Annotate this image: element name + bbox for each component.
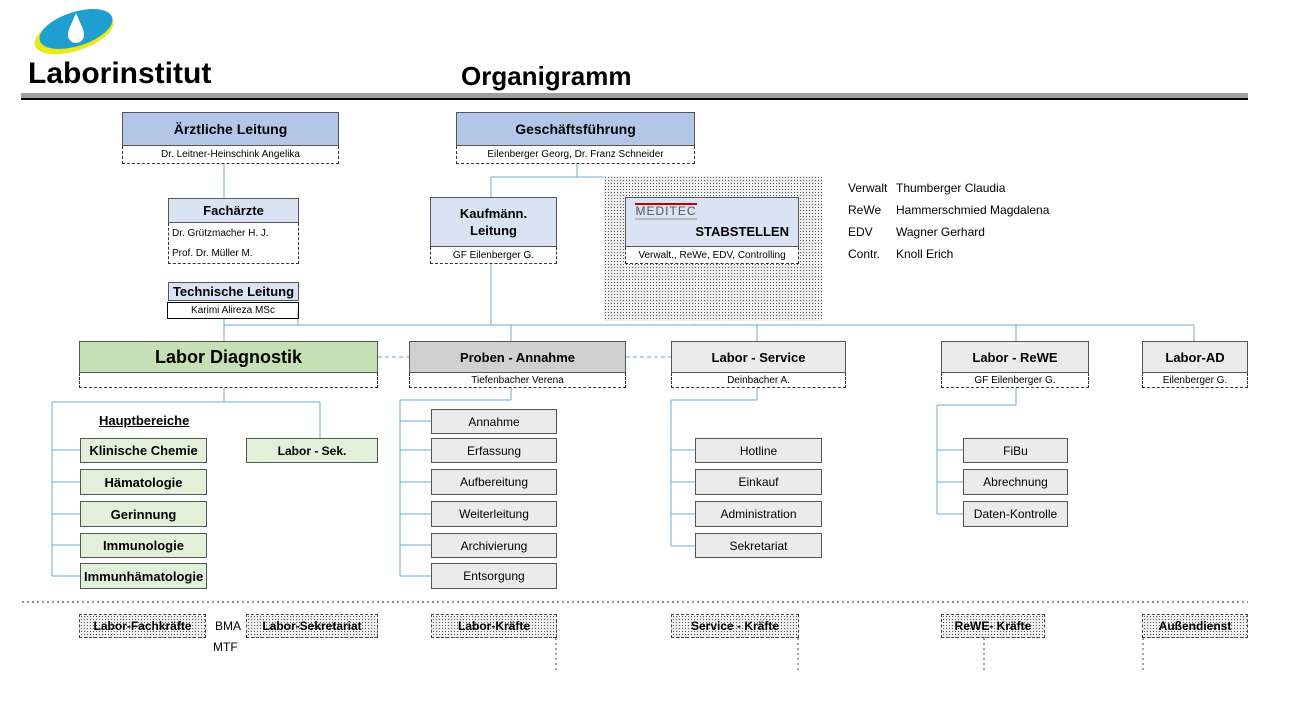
legend-abbr: Verwalt <box>848 181 888 195</box>
commercial-lead-person: GF Eilenberger G. <box>430 247 557 264</box>
meditec-logo-text: MEDITEC <box>635 204 697 218</box>
medical-lead-box: Ärztliche Leitung <box>122 112 339 146</box>
area-immunhaematologie: Immunhämatologie <box>80 563 207 589</box>
legend-abbr: ReWe <box>848 203 882 217</box>
legend-abbr: EDV <box>848 225 873 239</box>
commercial-lead-box: Kaufmänn. Leitung <box>430 197 557 247</box>
proben-item: Archivierung <box>431 533 557 558</box>
area-immunologie: Immunologie <box>80 533 207 558</box>
management-person: Eilenberger Georg, Dr. Franz Schneider <box>456 146 695 164</box>
rewe-item: Daten-Kontrolle <box>963 501 1068 527</box>
service-item: Hotline <box>695 438 822 463</box>
dept-service-person: Deinbacher A. <box>671 373 846 388</box>
dept-rewe-box: Labor - ReWE <box>941 341 1089 373</box>
area-haematologie: Hämatologie <box>80 469 207 495</box>
area-klinische-chemie: Klinische Chemie <box>80 438 207 463</box>
specialists-persons: Dr. Grützmacher H. J. Prof. Dr. Müller M… <box>168 223 299 264</box>
area-gerinnung: Gerinnung <box>80 501 207 527</box>
lab-secretariat-box: Labor - Sek. <box>246 438 378 463</box>
footer-fachkraefte: Labor-Fachkräfte <box>79 614 206 638</box>
technical-lead-box: Technische Leitung <box>168 282 299 301</box>
management-box: Geschäftsführung <box>456 112 695 146</box>
dept-service-box: Labor - Service <box>671 341 846 373</box>
technical-lead-person: Karimi Alireza MSc <box>167 302 299 319</box>
main-areas-heading: Hauptbereiche <box>99 413 190 428</box>
staff-units-box: MEDITEC STABSTELLEN <box>625 197 799 247</box>
dept-rewe-person: GF Eilenberger G. <box>941 373 1089 388</box>
dept-ad-box: Labor-AD <box>1142 341 1248 373</box>
staff-units-subtitle: Verwalt., ReWe, EDV, Controlling <box>625 247 799 264</box>
dept-diagnostik-person <box>79 373 378 388</box>
service-item: Sekretariat <box>695 533 822 558</box>
header-rule <box>21 93 1248 100</box>
dept-proben-person: Tiefenbacher Verena <box>409 373 626 388</box>
specialist-name: Dr. Grützmacher H. J. <box>172 227 269 239</box>
drop-logo-icon <box>34 9 114 55</box>
dept-diagnostik-box: Labor Diagnostik <box>79 341 378 373</box>
dept-proben-box: Proben - Annahme <box>409 341 626 373</box>
medical-lead-person: Dr. Leitner-Heinschink Angelika <box>122 146 339 164</box>
staff-units-title: STABSTELLEN <box>695 224 789 239</box>
footer-aussendienst: Außendienst <box>1142 614 1248 638</box>
specialist-name: Prof. Dr. Müller M. <box>172 247 253 259</box>
footer-kraefte: Labor-Kräfte <box>431 614 557 638</box>
legend-name: Wagner Gerhard <box>896 225 985 239</box>
dept-ad-person: Eilenberger G. <box>1142 373 1248 388</box>
rewe-item: Abrechnung <box>963 469 1068 495</box>
org-name: Laborinstitut <box>28 57 212 90</box>
commercial-lead-title-1: Kaufmänn. <box>459 206 528 221</box>
proben-item: Aufbereitung <box>431 469 557 495</box>
commercial-lead-title-2: Leitung <box>470 223 517 238</box>
footer-mtf: MTF <box>213 640 238 654</box>
meditec-logo: MEDITEC <box>635 203 697 220</box>
logo <box>32 7 116 55</box>
legend-abbr: Contr. <box>848 247 881 261</box>
proben-item: Erfassung <box>431 438 557 463</box>
footer-sekretariat: Labor-Sekretariat <box>246 614 378 638</box>
proben-item: Annahme <box>431 409 557 434</box>
footer-service: Service - Kräfte <box>671 614 799 638</box>
page-title: Organigramm <box>461 61 632 91</box>
specialists-box: Fachärzte <box>168 198 299 223</box>
footer-rewe: ReWE- Kräfte <box>941 614 1045 638</box>
legend-name: Knoll Erich <box>896 247 954 261</box>
rewe-item: FiBu <box>963 438 1068 463</box>
legend-name: Hammerschmied Magdalena <box>896 203 1050 217</box>
footer-bma: BMA <box>215 619 242 633</box>
service-item: Einkauf <box>695 469 822 495</box>
proben-item: Entsorgung <box>431 563 557 589</box>
legend-name: Thumberger Claudia <box>896 181 1006 195</box>
proben-item: Weiterleitung <box>431 501 557 527</box>
service-item: Administration <box>695 501 822 527</box>
